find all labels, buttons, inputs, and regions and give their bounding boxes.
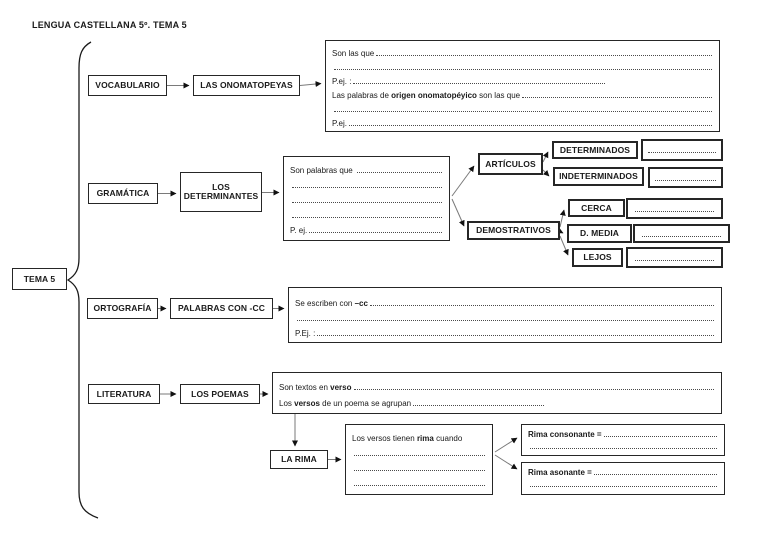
blank-dotted-line [634, 259, 715, 261]
fill-line: Las palabras de origen onomatopéyico son… [332, 86, 713, 100]
node-tema5: TEMA 5 [12, 268, 67, 290]
rima-asonante-box: Rima asonante = [521, 462, 725, 495]
fill-line: Son las que [332, 44, 713, 58]
node-gramatica: GRAMÁTICA [88, 183, 158, 204]
node-los-poemas: LOS POEMAS [180, 384, 260, 404]
fill-line: Rima asonante = [528, 465, 718, 477]
fill-line [528, 439, 718, 451]
rima-definition-box: Los versos tienen rima cuando [345, 424, 493, 495]
node-la-rima: LA RIMA [270, 450, 328, 469]
fill-line [332, 100, 713, 114]
fill-line [352, 473, 486, 488]
fill-line: Rima consonante = [528, 427, 718, 439]
node-determinados: DETERMINADOS [552, 141, 638, 159]
fill-line [295, 308, 715, 323]
fill-line: Los versos tienen rima cuando [352, 434, 463, 443]
fill-line [352, 443, 486, 458]
node-demostrativos: DEMOSTRATIVOS [467, 221, 560, 240]
answer-box-cerca [626, 198, 723, 219]
answer-box-lejos [626, 247, 723, 268]
node-las-onomatopeyas: LAS ONOMATOPEYAS [193, 75, 300, 96]
fill-line: P. ej. [290, 220, 443, 235]
blank-dotted-line [641, 235, 722, 237]
determinantes-definition-box: Son palabras que P. ej. [283, 156, 450, 241]
fill-line [290, 205, 443, 220]
node-cerca: CERCA [568, 199, 625, 217]
fill-line: P.ej. : [332, 72, 713, 86]
node-palabras-con-cc: PALABRAS CON -CC [170, 298, 273, 319]
fill-line: P.ej. [332, 114, 713, 128]
node-los-determinantes: LOS DETERMINANTES [180, 172, 262, 212]
fill-line [528, 477, 718, 489]
onomatopeyas-definition-box: Son las que P.ej. : Las palabras de orig… [325, 40, 720, 132]
answer-box-determinados [641, 139, 723, 161]
tema5-brace [66, 41, 99, 519]
fill-line: Se escriben con –cc [295, 293, 715, 308]
node-indeterminados: INDETERMINADOS [553, 167, 644, 186]
fill-line [290, 190, 443, 205]
arrow-connectors [158, 81, 569, 470]
node-ortografia: ORTOGRAFÍA [87, 298, 158, 319]
node-lejos: LEJOS [572, 248, 623, 267]
blank-dotted-line [654, 179, 717, 181]
node-literatura: LITERATURA [88, 384, 160, 404]
blank-dotted-line [648, 151, 716, 153]
rima-consonante-box: Rima consonante = [521, 424, 725, 456]
fill-line [332, 58, 713, 72]
page-title: LENGUA CASTELLANA 5º. TEMA 5 [32, 20, 187, 30]
node-articulos: ARTÍCULOS [478, 153, 543, 175]
fill-line [352, 458, 486, 473]
fill-line: Los versos de un poema se agrupan [279, 392, 715, 408]
node-vocabulario: VOCABULARIO [88, 75, 167, 96]
answer-box-d-media [633, 224, 730, 243]
fill-line: Son textos en verso [279, 376, 715, 392]
blank-dotted-line [634, 210, 715, 212]
poemas-definition-box: Son textos en verso Los versos de un poe… [272, 372, 722, 414]
fill-line [290, 175, 443, 190]
cc-rule-box: Se escriben con –cc P.Ej. : [288, 287, 722, 343]
answer-box-indeterminados [648, 167, 723, 188]
node-d-media: D. MEDIA [567, 224, 632, 243]
fill-line: Son palabras que [290, 160, 443, 175]
fill-line: P.Ej. : [295, 323, 715, 338]
